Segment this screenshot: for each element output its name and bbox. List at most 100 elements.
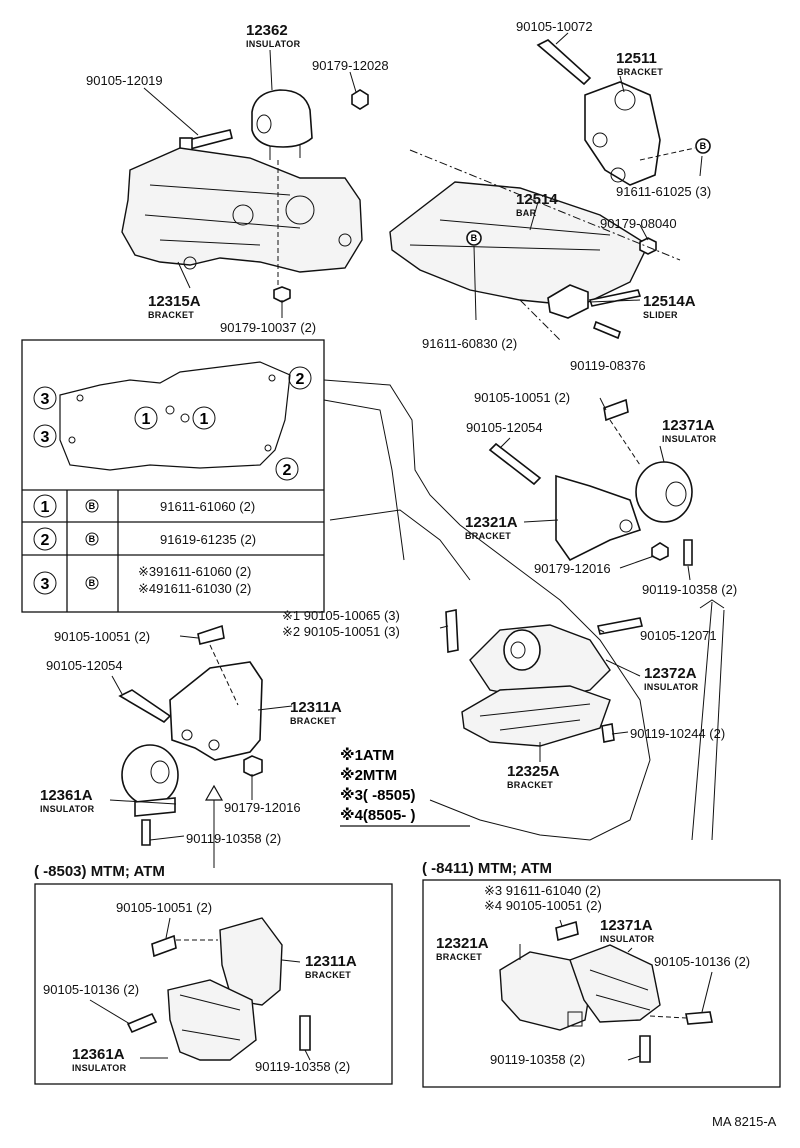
svg-text:2: 2 [296, 371, 305, 388]
svg-text:2: 2 [41, 532, 50, 549]
svg-text:3: 3 [41, 391, 50, 408]
bolt-90105-12054-left [118, 689, 172, 724]
label-90105-10051-left: 90105-10051 (2) [54, 629, 150, 644]
note-3: ※3( -8505) [340, 786, 415, 804]
nut-90179-10037 [273, 286, 291, 303]
label-box-right-12371A-name: INSULATOR [600, 934, 655, 944]
svg-text:B: B [89, 501, 96, 511]
label-12315A: 12315A [148, 293, 201, 310]
nut-90179-08040 [639, 237, 657, 255]
slider-12514A-shape [547, 284, 589, 319]
inset-box [21, 339, 325, 613]
bolt-90105-12019 [187, 129, 233, 150]
label-star2-90105-10051: ※2 90105-10051 (3) [282, 624, 400, 639]
bracket-12321A-box-shape [499, 951, 591, 1031]
label-box-right-12371A: 12371A [600, 917, 653, 934]
labels-right-mid: 90105-10051 (2) 90105-12054 12371A INSUL… [465, 390, 737, 597]
nut-90179-12016-left [243, 755, 263, 777]
label-90105-12071: 90105-12071 [640, 628, 717, 643]
label-box-right-12321A-name: BRACKET [436, 952, 482, 962]
label-box-right-star4: ※4 90105-10051 (2) [484, 898, 602, 913]
label-12514A: 12514A [643, 293, 696, 310]
gasket-outline [59, 361, 291, 471]
bolt-90119-10358-right [683, 539, 693, 566]
label-90119-10244: 90119-10244 (2) [630, 726, 725, 741]
label-12311A: 12311A [290, 699, 342, 716]
table-row-1: 1 B 91611-61060 (2) [33, 494, 255, 518]
label-12372A: 12372A [644, 665, 697, 682]
label-90119-08376: 90119-08376 [570, 358, 646, 373]
bolt-91611-61025 [695, 138, 711, 154]
label-90179-08040: 90179-08040 [600, 216, 677, 231]
note-1: ※1ATM [340, 746, 394, 764]
label-12361A: 12361A [40, 787, 93, 804]
label-box-right-90105-10136: 90105-10136 (2) [654, 954, 750, 969]
bolt-90119-10244 [601, 723, 615, 743]
right-insulator-assembly [488, 398, 693, 566]
label-12362-name: INSULATOR [246, 39, 301, 49]
bolt-91611-60830 [466, 230, 482, 246]
detail-box-left: ( -8503) MTM; ATM [34, 863, 393, 1085]
bracket-12311A-shape [169, 661, 263, 761]
bolt-90105-12071 [597, 617, 643, 635]
svg-text:3: 3 [41, 429, 50, 446]
label-12321A: 12321A [465, 514, 518, 531]
svg-text:1: 1 [142, 411, 151, 428]
insulator-12361A-box-shape [167, 979, 257, 1061]
table-row-3: 3 B ※391611-61060 (2) ※491611-61030 (2) [33, 564, 251, 596]
bracket-12315A-shape [121, 147, 363, 273]
labels-left-mid: 90105-10051 (2) 90105-12054 12311A BRACK… [40, 629, 342, 846]
label-12362: 12362 [246, 22, 288, 39]
bolt-90105-10072 [536, 39, 592, 86]
insulator-12371A-shape [635, 461, 693, 523]
nut-90179-12016-right [651, 542, 669, 561]
svg-text:※491611-61030 (2): ※491611-61030 (2) [138, 581, 251, 596]
nut-90179-12028 [351, 89, 369, 110]
svg-text:B: B [89, 534, 96, 544]
label-12325A-name: BRACKET [507, 780, 553, 790]
label-90179-10037: 90179-10037 (2) [220, 320, 316, 335]
label-12371A: 12371A [662, 417, 715, 434]
bracket-12321A-shape [555, 474, 642, 562]
label-90119-10358-left: 90119-10358 (2) [186, 831, 281, 846]
bracket-12325A-shape [461, 685, 611, 747]
note-4: ※4(8505- ) [340, 806, 415, 824]
bracket-12311A-box-shape [219, 917, 283, 1006]
label-12321A-name: BRACKET [465, 531, 511, 541]
label-box-right-90119-10358: 90119-10358 (2) [490, 1052, 585, 1067]
bolt-90119-10358-left [141, 819, 151, 846]
svg-text:B: B [89, 578, 96, 588]
engine-bar-assembly-top-right: B B [389, 39, 711, 341]
svg-text:3: 3 [41, 576, 50, 593]
insulator-12371A-box-shape [569, 944, 661, 1023]
gasket-mark-2b: 2 [275, 457, 299, 481]
label-12315A-name: BRACKET [148, 310, 194, 320]
label-box-left-90119-10358: 90119-10358 (2) [255, 1059, 350, 1074]
labels-center: ※1 90105-10065 (3) ※2 90105-10051 (3) 90… [282, 608, 725, 790]
label-12514-name: BAR [516, 208, 537, 218]
label-90105-12054-right: 90105-12054 [466, 420, 543, 435]
svg-text:B: B [471, 233, 478, 243]
gasket-mark-3a: 3 [33, 386, 57, 410]
diagram-code: MA 8215-A [712, 1114, 777, 1129]
label-12361A-name: INSULATOR [40, 804, 95, 814]
gasket-mark-1a: 1 [134, 406, 158, 430]
box-right-header: ( -8411) MTM; ATM [422, 860, 552, 877]
gasket-mark-2a: 2 [288, 366, 312, 390]
box-left-header: ( -8503) MTM; ATM [34, 863, 165, 880]
bolt-90105-10051-left [197, 624, 225, 645]
label-90119-10358-right: 90119-10358 (2) [642, 582, 737, 597]
label-box-left-12311A-name: BRACKET [305, 970, 351, 980]
bolt-90105-12054-right [488, 442, 542, 486]
insulator-12361A-shape [121, 744, 179, 806]
detail-box-right: ( -8411) MTM; ATM [422, 860, 781, 1088]
label-12511: 12511 [616, 50, 657, 67]
engine-block-outline [323, 379, 725, 841]
label-box-left-12361A-name: INSULATOR [72, 1063, 127, 1073]
label-box-right-star3: ※3 91611-61040 (2) [484, 883, 601, 898]
gasket-mark-1b: 1 [192, 406, 216, 430]
labels-top: 12362 INSULATOR 90105-12019 90179-12028 … [86, 19, 711, 373]
svg-text:1: 1 [200, 411, 209, 428]
label-90179-12016-right: 90179-12016 [534, 561, 611, 576]
